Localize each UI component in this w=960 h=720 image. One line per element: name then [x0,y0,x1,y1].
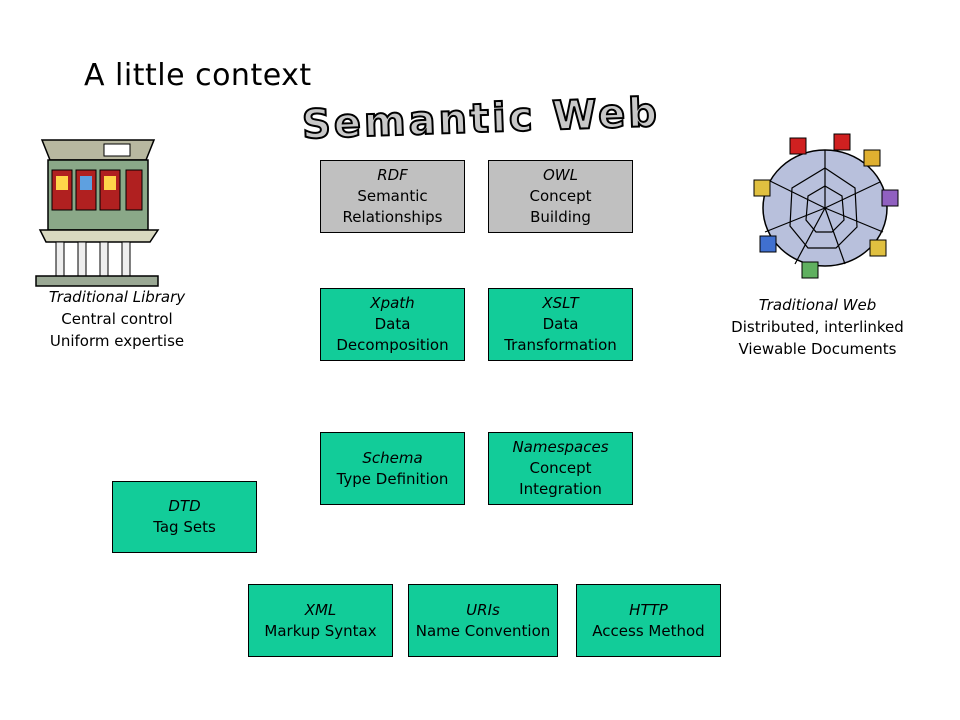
xpath-title: Xpath [370,294,415,312]
owl-title: OWL [543,166,578,184]
http-box: HTTP Access Method [576,584,721,657]
dtd-box: DTD Tag Sets [112,481,257,553]
library-caption-line1: Traditional Library [48,288,186,306]
rdf-title: RDF [377,166,408,184]
schema-line2: Type Definition [336,469,449,488]
xpath-line3: Decomposition [336,336,449,354]
web-caption-line1: Traditional Web [758,296,877,314]
library-building-icon [35,139,160,287]
banner-text: Semantic Web [301,92,660,148]
xpath-box: Xpath Data Decomposition [320,288,465,361]
http-line2: Access Method [592,621,705,640]
schema-title: Schema [362,448,423,467]
semantic-web-banner: Semantic Web [300,92,661,149]
library-caption: Traditional Library Central control Unif… [22,286,212,352]
library-caption-line2: Central control [61,310,173,328]
uris-title: URIs [466,600,500,619]
owl-box: OWL Concept Building [488,160,633,233]
dtd-line2: Tag Sets [153,518,216,536]
web-caption-line3: Viewable Documents [738,340,897,358]
xslt-line2: Data [542,315,579,333]
dtd-title: DTD [168,497,201,515]
xslt-box: XSLT Data Transformation [488,288,633,361]
namespaces-line2: Concept [529,459,592,477]
library-caption-line3: Uniform expertise [49,332,185,350]
rdf-line3: Relationships [342,208,443,226]
page-title: A little context [84,58,312,93]
xml-line2: Markup Syntax [264,621,377,640]
xslt-title: XSLT [542,294,579,312]
network-web-icon [753,133,899,279]
namespaces-title: Namespaces [512,438,609,456]
owl-line2: Concept [529,187,592,205]
xml-box: XML Markup Syntax [248,584,393,657]
schema-box: Schema Type Definition [320,432,465,505]
namespaces-line3: Integration [519,480,602,498]
http-title: HTTP [629,600,668,619]
rdf-box: RDF Semantic Relationships [320,160,465,233]
xml-title: XML [304,600,337,619]
web-caption-line2: Distributed, interlinked [731,318,904,336]
uris-line2: Name Convention [415,621,551,640]
owl-line3: Building [530,208,591,226]
xslt-line3: Transformation [504,336,617,354]
xpath-line2: Data [374,315,411,333]
uris-box: URIs Name Convention [408,584,558,657]
rdf-line2: Semantic [357,187,428,205]
web-caption: Traditional Web Distributed, interlinked… [700,294,935,360]
namespaces-box: Namespaces Concept Integration [488,432,633,505]
